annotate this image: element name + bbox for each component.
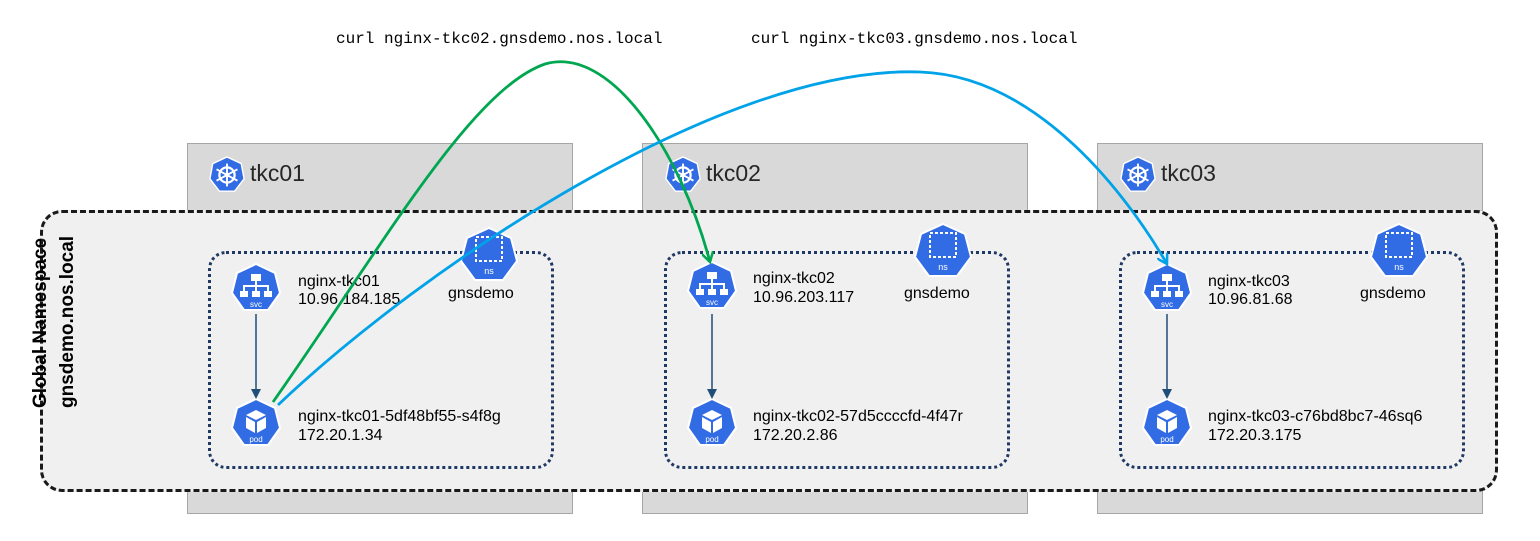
namespace-name: gnsdemo bbox=[904, 285, 970, 302]
curl-command-tkc03: curl nginx-tkc03.gnsdemo.nos.local bbox=[751, 30, 1078, 48]
service-name: nginx-tkc02 bbox=[753, 270, 835, 287]
service-icon-label: svc bbox=[250, 300, 262, 309]
pod-ip: 172.20.3.175 bbox=[1208, 427, 1302, 444]
pod-icon-label: pod bbox=[1160, 435, 1173, 444]
kubernetes-helm-icon bbox=[1120, 156, 1156, 192]
cluster-panel-tkc03-bottom bbox=[1097, 490, 1483, 514]
service-ip: 10.96.203.117 bbox=[753, 289, 855, 306]
global-namespace-domain: gnsdemo.nos.local bbox=[57, 235, 78, 408]
pod-ip: 172.20.2.86 bbox=[753, 427, 838, 444]
pod-icon: pod bbox=[686, 398, 738, 446]
namespace-icon: ns bbox=[459, 226, 519, 281]
cluster-title: tkc01 bbox=[250, 160, 305, 186]
cluster-panel-tkc01-bottom bbox=[187, 490, 573, 514]
kubernetes-helm-icon bbox=[665, 156, 701, 192]
cluster-title: tkc02 bbox=[706, 160, 761, 186]
service-icon: svc bbox=[1141, 263, 1193, 311]
pod-icon: pod bbox=[1141, 398, 1193, 446]
global-namespace-title: Global Namespace bbox=[30, 237, 51, 408]
namespace-icon-label: ns bbox=[484, 266, 494, 276]
service-icon: svc bbox=[230, 263, 282, 311]
namespace-icon-label: ns bbox=[938, 262, 948, 272]
pod-icon-label: pod bbox=[249, 435, 262, 444]
global-namespace-label: Global Namespace gnsdemo.nos.local bbox=[27, 235, 81, 408]
cluster-title: tkc03 bbox=[1161, 160, 1216, 186]
pod-icon-label: pod bbox=[705, 435, 718, 444]
service-ip: 10.96.184.185 bbox=[298, 291, 401, 308]
curl-command-tkc02: curl nginx-tkc02.gnsdemo.nos.local bbox=[336, 30, 663, 48]
namespace-icon: ns bbox=[1369, 222, 1429, 277]
service-icon-label: svc bbox=[706, 298, 718, 307]
pod-name: nginx-tkc02-57d5ccccfd-4f47r bbox=[753, 408, 963, 425]
namespace-name: gnsdemo bbox=[1360, 285, 1426, 302]
pod-icon: pod bbox=[230, 398, 282, 446]
service-icon-label: svc bbox=[1161, 300, 1173, 309]
namespace-icon: ns bbox=[913, 222, 973, 277]
service-name: nginx-tkc03 bbox=[1208, 273, 1290, 290]
service-name: nginx-tkc01 bbox=[298, 273, 380, 290]
cluster-panel-tkc02-bottom bbox=[642, 490, 1028, 514]
kubernetes-helm-icon bbox=[209, 156, 245, 192]
pod-name: nginx-tkc01-5df48bf55-s4f8g bbox=[298, 408, 501, 425]
service-ip: 10.96.81.68 bbox=[1208, 291, 1293, 308]
pod-name: nginx-tkc03-c76bd8bc7-46sq6 bbox=[1208, 408, 1423, 425]
namespace-icon-label: ns bbox=[1394, 262, 1404, 272]
namespace-name: gnsdemo bbox=[448, 285, 514, 302]
service-icon: svc bbox=[686, 261, 738, 309]
pod-ip: 172.20.1.34 bbox=[298, 427, 383, 444]
